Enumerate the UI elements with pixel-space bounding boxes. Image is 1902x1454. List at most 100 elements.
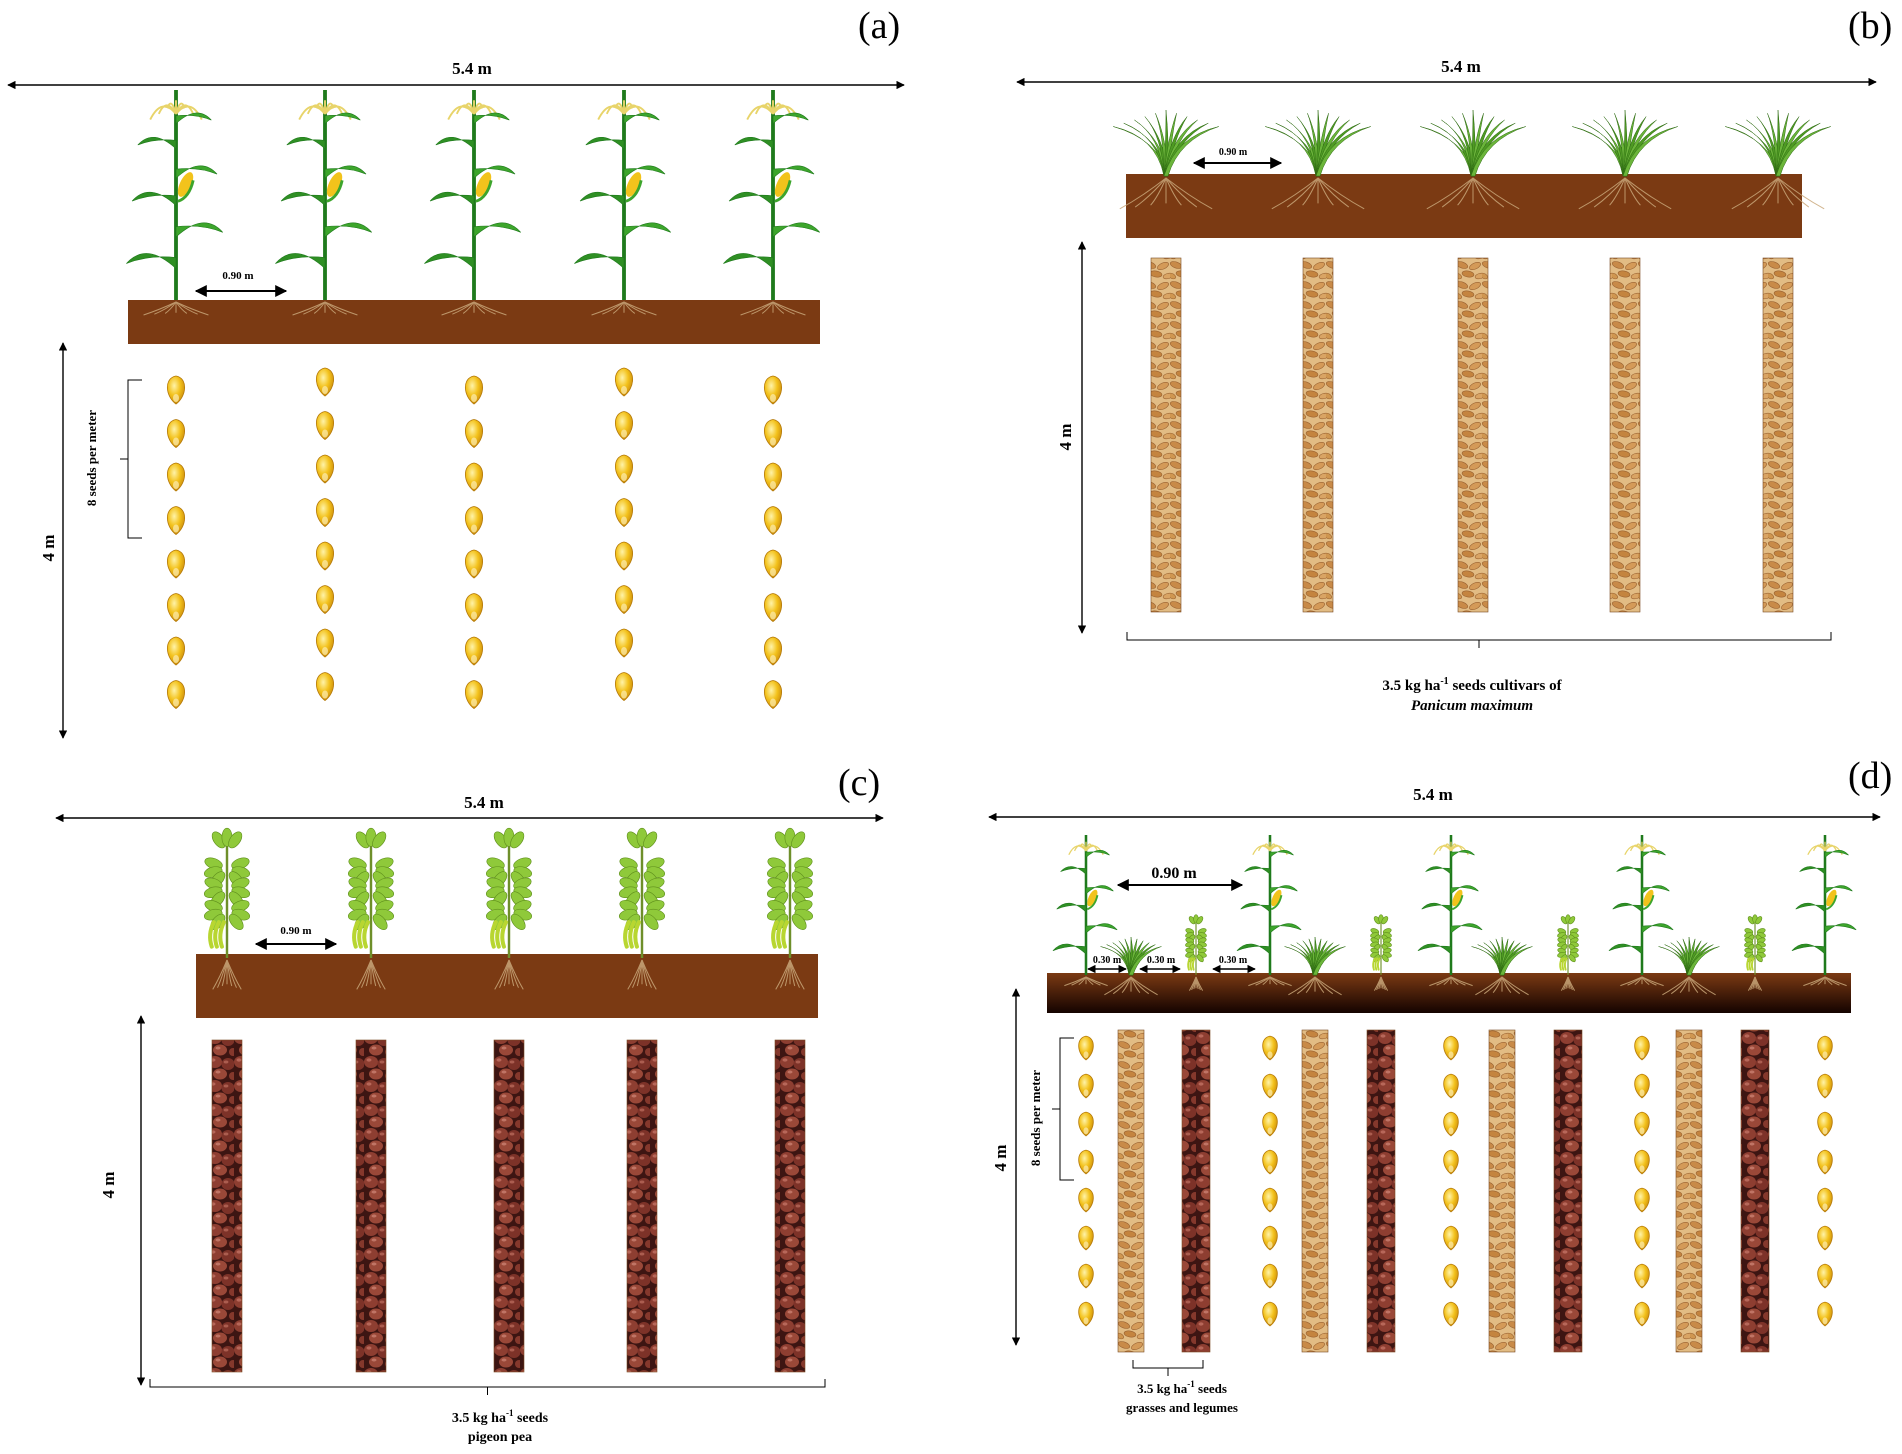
maize-kernel-body [1078, 1073, 1094, 1099]
legume-pod [352, 920, 360, 949]
grass-blade [1312, 946, 1346, 976]
maize-kernel-body [1262, 1149, 1278, 1175]
maize-cob [1087, 889, 1098, 907]
panel-d-grass-plant [1100, 936, 1162, 996]
maize-leaf [280, 192, 326, 207]
root-strand [1501, 976, 1529, 996]
panel-d-grass-plant [1658, 936, 1720, 996]
legume-roots [212, 959, 242, 990]
root-strand [1271, 177, 1319, 210]
maize-roots [740, 301, 806, 316]
legume-pod [362, 920, 370, 949]
panel-d-maize-plant [1052, 835, 1118, 987]
maize-kernel-germ [1639, 1127, 1645, 1135]
panel-d-grass-plant [1284, 936, 1346, 996]
panel-d-maize-seed [1443, 1035, 1459, 1061]
legume-pod [776, 920, 784, 949]
maize-kernel-body [763, 506, 783, 535]
root-strand [1262, 976, 1271, 986]
grass-roots [1662, 976, 1716, 996]
maize-husk [774, 179, 792, 203]
maize-kernel-germ [1639, 1203, 1645, 1211]
maize-leaf [1799, 866, 1826, 875]
maize-kernel-body [1262, 1111, 1278, 1137]
maize-leaf [1060, 866, 1087, 875]
legume-leaflet [1381, 916, 1389, 925]
maize-kernel-germ [1822, 1203, 1828, 1211]
panel-d-spacing-label: 0.90 m [1151, 865, 1197, 882]
maize-kernel-germ [770, 394, 776, 402]
root-strand [1380, 976, 1389, 991]
maize-kernel-body [1078, 1111, 1094, 1137]
maize-leaf [1450, 850, 1475, 859]
panel-d-texts: (d) 5.4 m 0.90 m 0.30 m 0.30 m 0.30 m 4 … [991, 755, 1892, 1415]
panel-a-maize-seed [614, 454, 634, 484]
maize-kernel-body [166, 549, 186, 579]
legume-pod [628, 920, 636, 949]
maize-kernel-body [315, 585, 335, 614]
maize-kernel-germ [173, 698, 179, 707]
root-strand [1165, 177, 1213, 210]
maize-kernel-germ [1448, 1279, 1454, 1287]
panel-d-maize-seed [1817, 1187, 1833, 1213]
panel-c-legume-plant-1 [203, 827, 251, 990]
maize-leaf [429, 192, 475, 207]
maize-kernel-germ [173, 481, 179, 489]
maize-kernel-germ [770, 437, 776, 446]
root-strand [1817, 976, 1826, 986]
legume-pod [213, 920, 221, 949]
panel-d-maize-seed [1443, 1149, 1459, 1175]
root-strand [1762, 177, 1779, 206]
panel-b-caption-bracket-line [1126, 632, 1832, 641]
maize-leaf [1791, 943, 1826, 955]
root-strand [370, 959, 386, 990]
panel-d-maize-seed [1443, 1073, 1459, 1099]
root-strand [1130, 976, 1141, 993]
panel-b-caption-line2: Panicum maximum [1411, 698, 1533, 714]
panel-d-caption-line2: grasses and legumes [1126, 1400, 1238, 1415]
maize-kernel-body [763, 419, 783, 448]
root-strand [751, 301, 774, 315]
legume-pod [1372, 957, 1376, 971]
panel-a-maize-plant-2 [275, 90, 372, 316]
maize-kernel-germ [471, 568, 477, 576]
maize-leaf [175, 112, 212, 125]
maize-kernel-body [1817, 1301, 1833, 1327]
maize-kernel-body [166, 636, 186, 666]
panel-c-pea-seed-row [774, 1039, 806, 1373]
legume-leaflet [643, 913, 659, 930]
panel-d-maize-seed [1634, 1225, 1650, 1251]
root-strand [1195, 976, 1204, 991]
panel-a-maize-seed [166, 549, 186, 579]
root-strand [143, 301, 177, 316]
maize-kernel-body [1817, 1149, 1833, 1175]
maize-kernel-body [614, 628, 634, 658]
panel-a-width-label: 5.4 m [452, 59, 492, 78]
maize-kernel-germ [1639, 1165, 1645, 1173]
maize-roots [441, 301, 507, 316]
maize-kernel-germ [322, 386, 328, 394]
maize-kernel-germ [1267, 1203, 1273, 1211]
panel-b-caption-bracket [1126, 632, 1832, 648]
maize-kernel-body [315, 411, 335, 440]
maize-husk [1451, 894, 1464, 911]
maize-kernel-germ [621, 603, 627, 612]
panel-d-seeds-label: 8 seeds per meter [1028, 1070, 1043, 1166]
panel-d-legume-plant [1557, 914, 1579, 991]
maize-kernel-germ [1448, 1127, 1454, 1135]
panel-a-maize-seed [763, 549, 783, 579]
maize-cob [625, 172, 642, 197]
maize-kernel-body [1634, 1149, 1650, 1175]
root-strand [1165, 177, 1182, 206]
maize-leaf [623, 165, 666, 179]
maize-kernel-germ [1267, 1089, 1273, 1097]
maize-leaf [1608, 943, 1643, 955]
panel-c-texts: (c) 5.4 m 0.90 m 4 m 3.5 kg ha-1 seeds p… [99, 762, 880, 1445]
panel-a-maize-seed [315, 454, 335, 484]
panel-b-grass-seed-row [1457, 257, 1489, 613]
maize-kernel-body [464, 549, 484, 579]
panel-b-grass-plant-3 [1420, 109, 1526, 210]
legume-leaflet [372, 831, 387, 849]
maize-kernel-body [763, 636, 783, 666]
maize-kernel-body [315, 541, 335, 571]
